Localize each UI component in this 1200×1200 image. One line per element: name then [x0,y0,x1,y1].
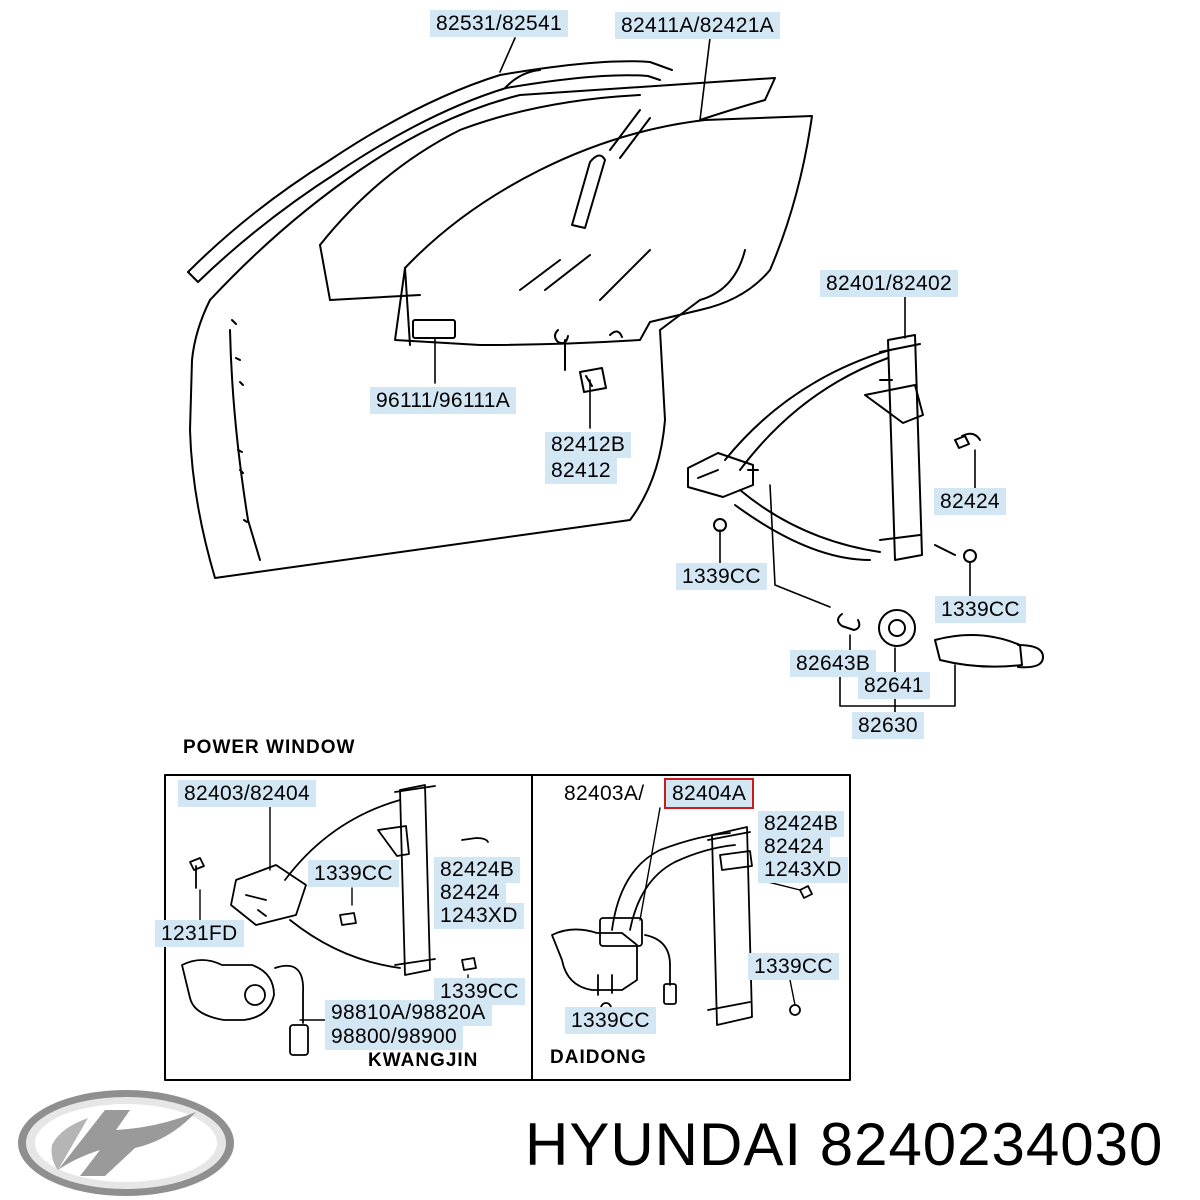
label-82424-dd: 82424 [758,834,830,860]
power-window-heading: POWER WINDOW [183,737,356,758]
brand-name: HYUNDAI [525,1111,803,1178]
label-96111-96111a: 96111/96111A [370,387,516,414]
label-82641: 82641 [858,672,930,699]
label-1339cc-left: 1339CC [676,563,767,590]
glass-channel-bracket [554,329,623,393]
label-1243xd-dd: 1243XD [758,857,848,883]
door-glass [394,109,813,346]
label-98800-98900: 98800/98900 [325,1024,463,1050]
kwangjin-regulator [181,784,489,1056]
label-82403a: 82403A/ [558,780,651,807]
door-panel [189,77,776,579]
door-weatherstrip [187,60,673,283]
leader-lines [434,37,976,713]
label-82412b: 82412B [545,432,632,458]
label-1243xd-kw: 1243XD [434,903,524,929]
label-82424: 82424 [934,488,1006,515]
label-1339cc-right: 1339CC [935,596,1026,623]
label-1231fd: 1231FD [155,920,244,947]
label-82424-kw: 82424 [434,880,506,906]
window-handle-parts [837,609,1044,669]
label-82411a-82421a: 82411A/82421A [615,12,780,39]
label-82401-82402: 82401/82402 [820,270,958,297]
daidong-heading: DAIDONG [550,1047,647,1068]
label-1339cc-kw: 1339CC [308,860,399,887]
label-1339cc-dd-right: 1339CC [748,953,839,980]
label-1339cc-dd-left: 1339CC [565,1007,656,1034]
label-82424b-dd: 82424B [758,811,845,837]
label-82412: 82412 [545,458,617,484]
manual-regulator [687,334,981,563]
brand-part-number: HYUNDAI 8240234030 [525,1110,1163,1180]
power-window-leader-lines [299,879,801,1021]
label-82404a-highlighted: 82404A [663,778,755,809]
daidong-regulator [551,807,813,1026]
hyundai-logo [18,1090,234,1196]
label-82403-82404: 82403/82404 [178,780,316,807]
label-82424b-kw: 82424B [434,857,521,883]
label-98810a-98820a: 98810A/98820A [325,1000,492,1026]
label-82531-82541: 82531/82541 [430,10,568,37]
part-number: 8240234030 [819,1111,1164,1178]
kwangjin-heading: KWANGJIN [368,1050,479,1071]
label-82630: 82630 [852,712,924,739]
